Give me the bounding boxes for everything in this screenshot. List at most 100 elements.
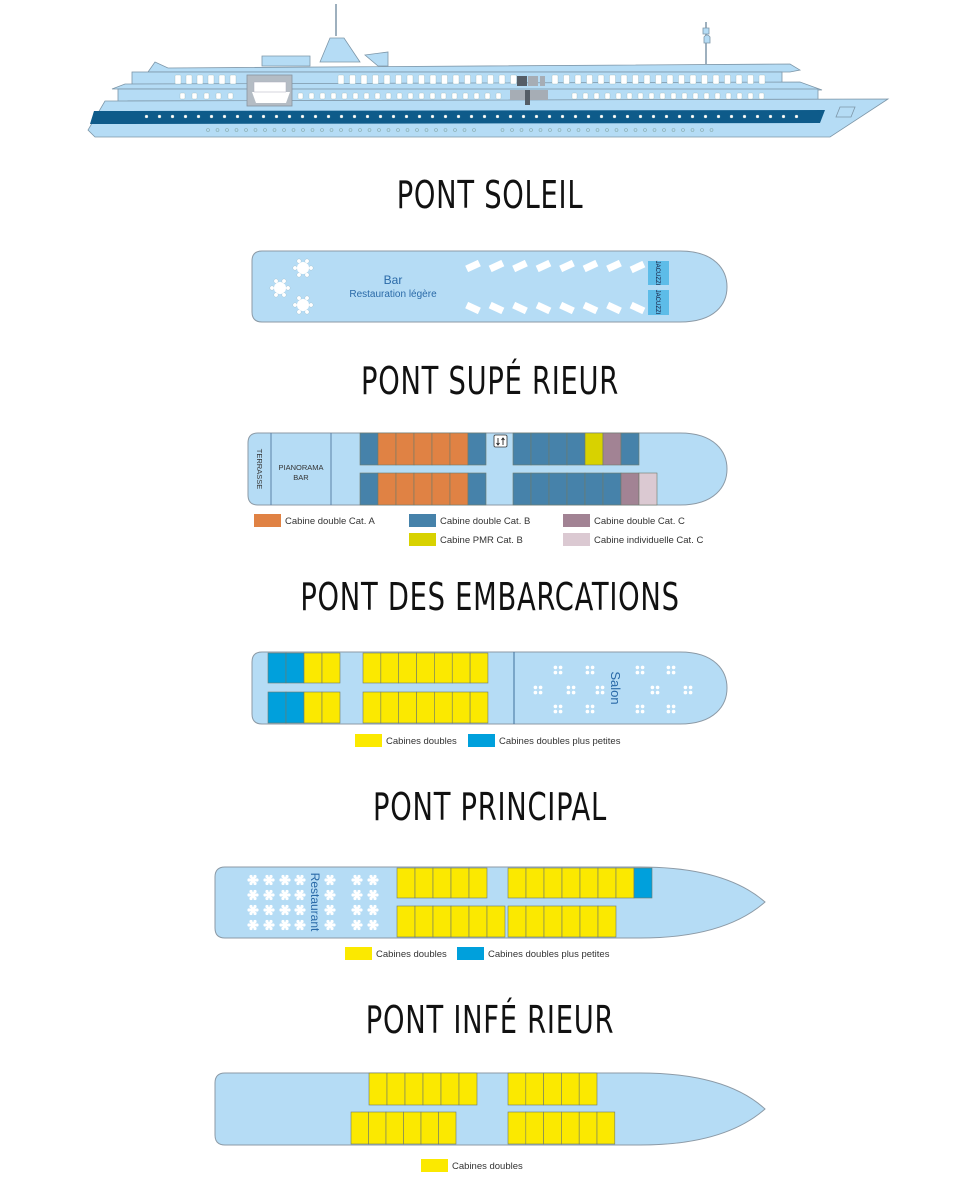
ship-window xyxy=(429,92,436,100)
cabin-double xyxy=(578,1111,598,1145)
porthole xyxy=(377,128,381,132)
restaurant-table-icon xyxy=(367,874,379,886)
cabin-double xyxy=(386,1072,406,1106)
legend-label: Cabines doubles xyxy=(386,736,457,747)
cabin-double-small xyxy=(633,867,653,899)
cabin-cat-a xyxy=(449,472,469,506)
legend-swatch-double-small xyxy=(468,734,495,747)
ship-window xyxy=(287,114,292,119)
cabin-double xyxy=(561,1111,580,1145)
legend-label: Cabine PMR Cat. B xyxy=(440,535,523,546)
legend-swatch-pmr-b xyxy=(409,533,436,546)
sun-lounger-icon xyxy=(535,301,552,315)
ship-window xyxy=(755,114,760,119)
deck-title-embarcations: PONT DES EMBARCATIONS xyxy=(300,574,679,619)
cabin-double xyxy=(438,1111,457,1145)
ship-window xyxy=(632,74,639,85)
ship-window xyxy=(742,114,747,119)
cabin-double xyxy=(303,691,323,724)
porthole xyxy=(348,128,353,132)
ship-window xyxy=(372,74,379,85)
legend-label: Cabine double Cat. B xyxy=(440,516,530,527)
cabin-cat-b xyxy=(548,432,568,466)
cabin-double xyxy=(525,867,545,899)
cabin-double xyxy=(615,867,635,899)
sun-lounger-icon xyxy=(535,259,552,273)
restaurant-table-icon xyxy=(263,904,275,916)
restaurant-table-icon xyxy=(351,874,363,886)
cabin-double xyxy=(398,652,417,684)
ship-window xyxy=(429,74,437,85)
ship-window xyxy=(443,114,448,119)
cabin-cat-b xyxy=(602,472,622,506)
legend-label: Cabine double Cat. A xyxy=(285,516,375,527)
cabin-cat-a xyxy=(395,432,415,466)
ship-window xyxy=(487,74,494,85)
ship-window xyxy=(374,92,381,100)
cabin-cat-b xyxy=(530,472,550,506)
ship-window xyxy=(352,114,357,119)
cabin-cat-c xyxy=(602,432,622,466)
ship-window xyxy=(626,92,633,100)
porthole xyxy=(700,128,704,132)
porthole xyxy=(329,128,334,132)
ship-window xyxy=(326,114,331,119)
sun-lounger-icon xyxy=(582,259,599,273)
porthole xyxy=(415,128,419,132)
lounge-table-icon xyxy=(553,704,563,714)
ship-profile xyxy=(87,4,890,138)
sun-lounger-icon xyxy=(488,301,505,315)
ship-window xyxy=(430,114,435,119)
ship-window xyxy=(781,114,786,119)
ship-window xyxy=(747,74,754,85)
legend-swatch-double xyxy=(421,1159,448,1172)
lounge-table-icon xyxy=(635,665,645,675)
ship-window xyxy=(203,92,210,100)
sun-lounger-icon xyxy=(606,301,622,315)
porthole xyxy=(500,128,505,132)
cabin-double xyxy=(543,1111,562,1145)
ship-window xyxy=(604,92,611,100)
sun-lounger-icon xyxy=(606,259,622,273)
ship-window xyxy=(586,114,591,119)
ship-window xyxy=(655,74,662,85)
sun-lounger-icon xyxy=(512,301,528,315)
cabin-double xyxy=(422,1072,442,1106)
ship-window xyxy=(185,74,193,85)
restaurant-table-icon xyxy=(263,919,275,931)
ship-window xyxy=(703,92,710,100)
deck-title-superieur: PONT SUPÉ RIEUR xyxy=(361,357,619,403)
deck-inferieur: Cabines doubles xyxy=(214,1072,766,1172)
cabin-double xyxy=(398,691,417,724)
ship-window xyxy=(615,92,622,100)
ship-window xyxy=(664,114,669,119)
porthole xyxy=(405,128,410,132)
ship-window xyxy=(469,114,474,119)
ship-window xyxy=(341,92,348,100)
ship-window xyxy=(678,74,685,85)
cabin-double xyxy=(507,867,527,899)
restaurant-label: Restaurant xyxy=(308,873,322,932)
sun-lounger-icon xyxy=(559,259,575,273)
ship-window xyxy=(560,114,565,119)
ship-window xyxy=(274,114,279,119)
porthole xyxy=(662,128,666,132)
porthole xyxy=(396,128,400,132)
jacuzzi-2 xyxy=(648,290,669,315)
elevator-icon xyxy=(493,434,508,448)
cabin-double xyxy=(380,691,400,724)
deck-soleil: Bar Restauration légère JACUZZI JACUZZI xyxy=(251,250,728,323)
cabin-double-small xyxy=(285,691,305,724)
ship-window xyxy=(385,92,392,100)
cabin-double xyxy=(597,905,617,938)
cabin-double xyxy=(416,691,435,724)
cabin-cat-a xyxy=(377,472,397,506)
porthole xyxy=(234,128,239,132)
cabin-double xyxy=(469,691,489,724)
cabin-cat-b xyxy=(467,472,487,506)
porthole xyxy=(443,128,448,132)
sun-lounger-icon xyxy=(559,301,575,315)
ship-window xyxy=(701,74,708,85)
cabin-cat-b xyxy=(566,472,586,506)
